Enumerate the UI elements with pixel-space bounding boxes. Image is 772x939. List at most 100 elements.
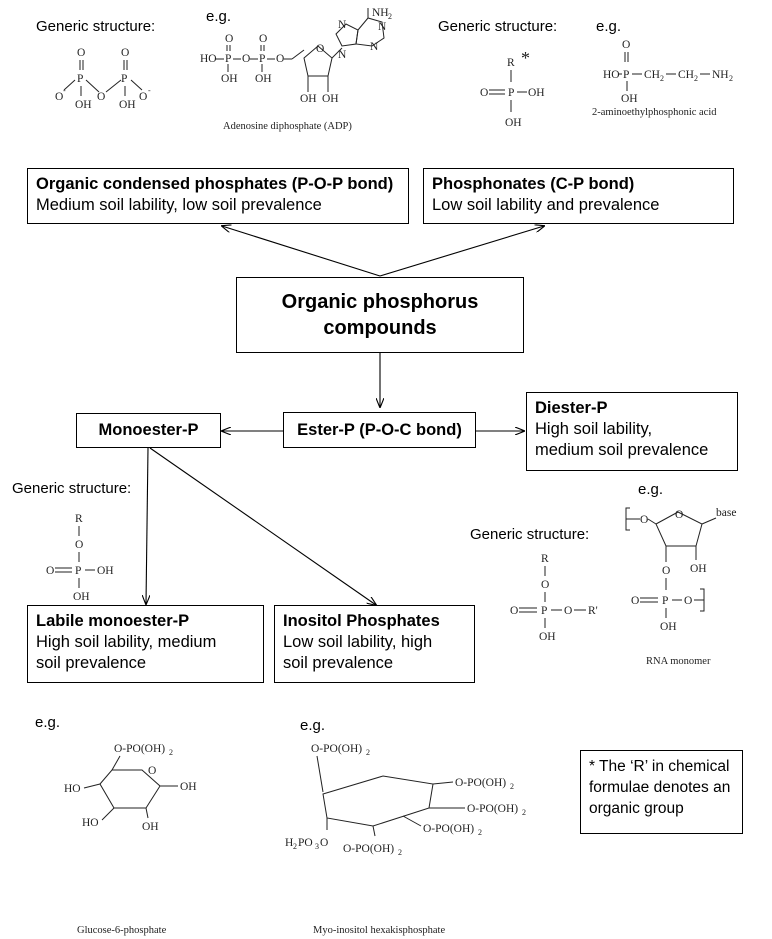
svg-text:P: P (541, 605, 547, 617)
svg-text:OH: OH (119, 99, 136, 111)
eg-label-aep: e.g. (596, 18, 622, 35)
pyrophosphate-structure: O P O- OH O O P O- OH (55, 47, 151, 111)
eg-label-adp: e.g. (206, 8, 232, 25)
inositol-desc-line1: Low soil lability, high (283, 633, 433, 651)
svg-text:OH: OH (539, 631, 556, 643)
diester-desc-line1: High soil lability, (535, 420, 653, 438)
svg-text:NH: NH (372, 7, 389, 19)
phosphonates-title: Phosphonates (C-P bond) (432, 175, 635, 193)
rna-monomer-structure: O O base OH O P O O OH (625, 507, 736, 633)
svg-text:P: P (225, 53, 231, 65)
diester-title: Diester-P (535, 399, 608, 417)
svg-text:O: O (640, 514, 648, 526)
monoester-title: Monoester-P (98, 421, 199, 439)
generic-structure-label-4: Generic structure: (470, 526, 590, 543)
svg-text:P: P (662, 595, 668, 607)
svg-text:O: O (631, 595, 639, 607)
generic-structure-label-3: Generic structure: (12, 480, 132, 497)
svg-text:OH: OH (221, 73, 238, 85)
svg-text:P: P (77, 73, 83, 85)
svg-text:O-PO(OH): O-PO(OH) (343, 843, 394, 855)
svg-text:OH: OH (621, 93, 638, 105)
svg-text:OH: OH (97, 565, 114, 577)
svg-text:O-PO(OH): O-PO(OH) (114, 743, 165, 755)
eg-label-myo: e.g. (300, 717, 326, 734)
inositol-phosphates-box: Inositol Phosphates Low soil lability, h… (274, 605, 475, 683)
caption-adp: Adenosine diphosphate (ADP) (223, 121, 352, 132)
svg-text:HO: HO (200, 53, 217, 65)
svg-text:O-PO(OH): O-PO(OH) (311, 743, 362, 755)
svg-text:O: O (148, 765, 156, 777)
svg-text:N: N (370, 41, 379, 53)
svg-text:O: O (55, 91, 63, 103)
svg-text:2: 2 (169, 748, 173, 757)
svg-text:P: P (75, 565, 81, 577)
myo-inositol-hexakisphosphate-structure: O-PO(OH)2 O-PO(OH)2 O-PO(OH)2 O-PO(OH)2 … (285, 743, 526, 857)
generic-structure-label-2: Generic structure: (438, 18, 558, 35)
svg-text:2: 2 (366, 748, 370, 757)
caption-rna: RNA monomer (646, 656, 711, 667)
svg-text:CH: CH (678, 69, 694, 81)
svg-text:HO: HO (82, 817, 99, 829)
monoester-structure: R O P O OH OH (46, 513, 114, 603)
phosphonates-box: Phosphonates (C-P bond) Low soil labilit… (423, 168, 734, 224)
glucose-6-phosphate-structure: O-PO(OH)2 O OH HO HO OH (64, 743, 197, 833)
monoester-p-box: Monoester-P (76, 413, 221, 448)
svg-text:O: O (622, 39, 630, 51)
organic-phosphorus-box: Organic phosphorus compounds (236, 277, 524, 353)
caption-myo: Myo-inositol hexakisphosphate (313, 925, 446, 936)
ester-title: Ester-P (P-O-C bond) (297, 420, 462, 439)
svg-text:O-PO(OH): O-PO(OH) (455, 777, 506, 789)
svg-text:2: 2 (398, 848, 402, 857)
svg-text:O: O (662, 565, 670, 577)
svg-text:3: 3 (315, 842, 319, 851)
svg-text:-: - (63, 86, 66, 95)
svg-text:*: * (521, 48, 530, 68)
phosphonate-structure: R * P OH O OH (480, 48, 545, 129)
svg-text:O-PO(OH): O-PO(OH) (467, 803, 518, 815)
svg-text:N: N (338, 49, 347, 61)
svg-text:O: O (684, 595, 692, 607)
svg-text:O: O (320, 837, 328, 849)
svg-text:O: O (46, 565, 54, 577)
svg-text:O: O (121, 47, 129, 59)
svg-text:O: O (225, 33, 233, 45)
svg-text:OH: OH (300, 93, 317, 105)
ester-p-box: Ester-P (P-O-C bond) (283, 412, 476, 448)
svg-text:O: O (139, 91, 147, 103)
labile-title: Labile monoester-P (36, 612, 190, 630)
svg-text:OH: OH (322, 93, 339, 105)
svg-text:base: base (716, 507, 736, 519)
eg-label-g6p: e.g. (35, 714, 61, 731)
svg-text:O-PO(OH): O-PO(OH) (423, 823, 474, 835)
svg-text:2: 2 (293, 842, 297, 851)
arrow-to-labile (146, 447, 148, 604)
organic-title-line2: compounds (323, 317, 437, 339)
phosphonates-desc: Low soil lability and prevalence (432, 196, 660, 214)
svg-text:R': R' (588, 605, 598, 617)
svg-text:OH: OH (255, 73, 272, 85)
svg-text:O: O (242, 53, 250, 65)
svg-text:O: O (510, 605, 518, 617)
organic-title-line1: Organic phosphorus (281, 291, 479, 313)
atom: O (77, 47, 85, 59)
svg-text:OH: OH (142, 821, 159, 833)
note-line3: organic group (589, 800, 684, 817)
svg-text:P: P (623, 69, 629, 81)
inositol-title: Inositol Phosphates (283, 612, 440, 630)
svg-text:O: O (541, 579, 549, 591)
svg-text:2: 2 (478, 828, 482, 837)
generic-structure-label-1: Generic structure: (36, 18, 156, 35)
labile-desc-line2: soil prevalence (36, 654, 147, 672)
svg-text:P: P (259, 53, 265, 65)
svg-text:O: O (675, 509, 683, 521)
svg-text:CH: CH (644, 69, 660, 81)
svg-text:2: 2 (522, 808, 526, 817)
inositol-desc-line2: soil prevalence (283, 654, 394, 672)
svg-text:O: O (480, 87, 488, 99)
svg-text:OH: OH (180, 781, 197, 793)
r-group-note-box: * The ‘R’ in chemical formulae denotes a… (580, 750, 743, 834)
